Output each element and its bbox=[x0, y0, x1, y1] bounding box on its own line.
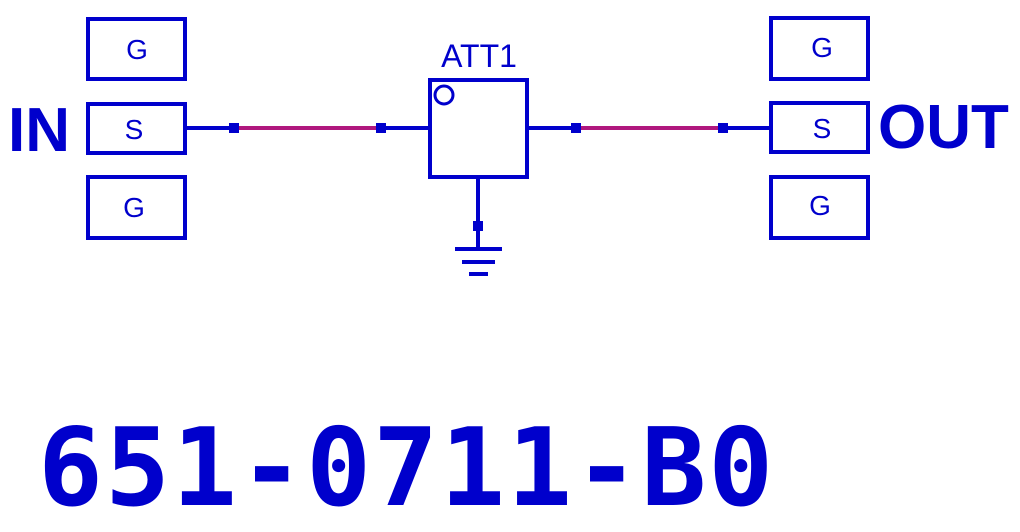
input-wire-node-right bbox=[376, 123, 386, 133]
input-ground-pad-top bbox=[86, 17, 187, 81]
input-ground-pad-top-label: G bbox=[126, 34, 148, 65]
output-wire bbox=[527, 123, 770, 133]
input-signal-pad-label: S bbox=[125, 114, 144, 145]
output-ground-pad-bottom bbox=[769, 175, 870, 240]
output-signal-pad-label: S bbox=[813, 113, 832, 144]
input-ground-pad-bottom-label: G bbox=[123, 192, 145, 223]
output-pad-group: G S G bbox=[769, 16, 870, 240]
output-port-label: OUT bbox=[878, 93, 1009, 162]
component-reference: ATT1 bbox=[441, 38, 517, 74]
output-ground-pad-bottom-label: G bbox=[809, 190, 831, 221]
output-signal-pad bbox=[769, 101, 870, 154]
output-ground-pad-top bbox=[769, 16, 870, 81]
pin1-marker-icon bbox=[433, 84, 455, 106]
input-ground-pad-bottom bbox=[86, 175, 187, 240]
output-wire-node-right bbox=[718, 123, 728, 133]
input-wire bbox=[185, 123, 430, 133]
part-number: 651-0711-B0 bbox=[38, 406, 775, 531]
input-port-label: IN bbox=[8, 96, 70, 165]
input-pad-group: G S G bbox=[86, 17, 187, 240]
input-wire-node-left bbox=[229, 123, 239, 133]
attenuator-component: ATT1 bbox=[428, 38, 529, 179]
ground-symbol-icon bbox=[455, 177, 502, 276]
output-wire-node-left bbox=[571, 123, 581, 133]
attenuator-body bbox=[428, 78, 529, 179]
output-ground-pad-top-label: G bbox=[811, 32, 833, 63]
